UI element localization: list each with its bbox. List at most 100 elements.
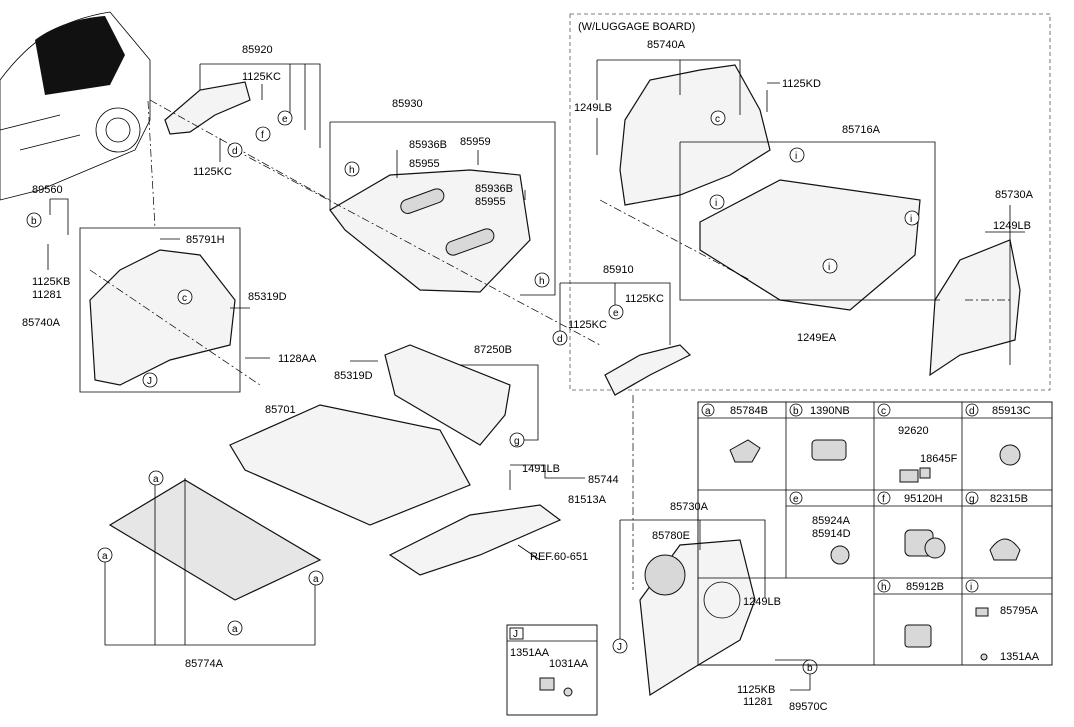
part-labels: 85920 1125KC 1125KC 85930 85936B 85959 8… xyxy=(22,39,1034,713)
label-1125KC-a: 1125KC xyxy=(242,71,281,83)
callouts: e f d h h b c J c i i i i e d g a a a a … xyxy=(26,110,920,675)
label-85955-b: 85955 xyxy=(475,196,506,208)
label-85791H: 85791H xyxy=(186,234,225,246)
screw-1351AA-icon xyxy=(980,653,988,661)
stopper-85912B-icon xyxy=(904,624,932,648)
callout-i-3: i xyxy=(910,214,912,225)
label-85780E: 85780E xyxy=(652,530,690,542)
legend-g-letter: g xyxy=(969,494,975,505)
legend-g-part: 82315B xyxy=(990,493,1028,505)
clip-92620-icon xyxy=(899,469,919,483)
callout-i-1: i xyxy=(795,151,797,162)
trim-85730A-upper-shape xyxy=(929,239,1021,377)
label-1249LB-a: 1249LB xyxy=(574,102,612,114)
package-tray-85930-shape xyxy=(329,169,531,293)
label-85936B-b: 85936B xyxy=(475,183,513,195)
label-1125KB-a: 1125KB xyxy=(32,276,70,288)
label-1125KD: 1125KD xyxy=(782,78,821,90)
label-85920: 85920 xyxy=(242,44,273,56)
callout-c-2: c xyxy=(715,114,720,125)
callout-j-1: J xyxy=(147,376,152,387)
floor-pan-ref-shape xyxy=(388,504,562,576)
callout-d-1: d xyxy=(232,146,238,157)
label-1491LB: 1491LB xyxy=(522,463,560,475)
label-85955-a: 85955 xyxy=(409,158,440,170)
label-85740A-a: 85740A xyxy=(22,317,61,329)
vehicle-illustration xyxy=(0,11,151,201)
label-85730A-b: 85730A xyxy=(670,501,709,513)
legend-b-part: 1390NB xyxy=(810,405,850,417)
legend-c-letter: c xyxy=(881,406,886,417)
cap-85913C-icon xyxy=(999,444,1021,466)
floor-85701-shape xyxy=(229,404,471,526)
legend-h-part: 85912B xyxy=(906,581,944,593)
leader-lines xyxy=(47,59,1025,691)
legend-i-letter: i xyxy=(970,582,972,593)
callout-f-1: f xyxy=(261,130,264,141)
callout-i-2: i xyxy=(715,198,717,209)
legend-b-letter: b xyxy=(793,406,799,417)
label-89570C: 89570C xyxy=(789,701,828,713)
label-1125KC-d: 1125KC xyxy=(568,319,607,331)
label-11281-b: 11281 xyxy=(743,696,773,708)
label-85930: 85930 xyxy=(392,98,423,110)
trim-85740A-luggage-shape xyxy=(619,64,771,206)
callout-h-1: h xyxy=(349,165,355,176)
label-1125KC-b: 1125KC xyxy=(193,166,232,178)
label-1249LB-b: 1249LB xyxy=(993,220,1031,232)
callout-e-2: e xyxy=(613,308,619,319)
label-1128AA: 1128AA xyxy=(278,353,317,365)
label-85716A: 85716A xyxy=(842,124,881,136)
label-85319D-b: 85319D xyxy=(334,370,373,382)
legend-f-letter: f xyxy=(882,494,885,505)
clip-1390NB-icon xyxy=(811,439,847,461)
luggage-net-85774A-shape xyxy=(108,479,322,601)
legend-i-part-b: 1351AA xyxy=(1000,651,1040,663)
label-ref-60-651: REF.60-651 xyxy=(530,551,588,563)
legend-a-letter: a xyxy=(705,406,711,417)
legend-grid: a 85784B b 1390NB c 92620 18645F d 85913… xyxy=(697,401,1053,666)
inset-j: J 1351AA 1031AA xyxy=(506,624,598,716)
label-85959: 85959 xyxy=(460,136,491,148)
legend-e-part-b: 85914D xyxy=(812,528,851,540)
hook-85795A-icon xyxy=(975,607,989,617)
label-85744: 85744 xyxy=(588,474,619,486)
label-85319D-a: 85319D xyxy=(248,291,287,303)
legend-e-part-a: 85924A xyxy=(812,515,851,527)
grommet-82315B-icon xyxy=(989,538,1021,561)
label-89560: 89560 xyxy=(32,184,63,196)
clip-85784B-icon xyxy=(729,439,761,463)
legend-c-part-b: 18645F xyxy=(920,453,958,465)
legend-e-letter: e xyxy=(793,494,799,505)
label-1125KB-b: 1125KB xyxy=(737,684,775,696)
callout-a-4: a xyxy=(232,624,238,635)
callout-j-2: J xyxy=(617,642,622,653)
label-81513A: 81513A xyxy=(568,494,607,506)
inset-j-letter: J xyxy=(513,629,518,640)
callout-i-4: i xyxy=(828,262,830,273)
label-87250B: 87250B xyxy=(474,344,512,356)
hook-85924A-icon xyxy=(830,545,850,565)
sill-87250B-shape xyxy=(384,344,511,446)
callout-d-2: d xyxy=(557,334,563,345)
callout-b-1: b xyxy=(31,216,37,227)
callout-b-2: b xyxy=(807,663,813,674)
legend-i-part-a: 85795A xyxy=(1000,605,1039,617)
label-1351AA-a: 1351AA xyxy=(510,647,550,659)
clip-18645F-icon xyxy=(919,467,931,479)
callout-a-1: a xyxy=(153,474,159,485)
callout-a-2: a xyxy=(102,551,108,562)
label-85740A-b: 85740A xyxy=(647,39,686,51)
callout-c-1: c xyxy=(182,293,187,304)
trim-85740A-left-shape xyxy=(89,249,236,386)
legend-f-part: 95120H xyxy=(904,493,943,505)
luggage-board-note: (W/LUGGAGE BOARD) xyxy=(578,21,695,33)
label-85730A-a: 85730A xyxy=(995,189,1034,201)
label-85910: 85910 xyxy=(603,264,634,276)
legend-d-letter: d xyxy=(969,406,975,417)
cover-85910-shape xyxy=(604,344,692,396)
luggage-board-region xyxy=(569,13,1051,391)
luggage-board-85716A-shape xyxy=(699,179,921,311)
callout-h-2: h xyxy=(539,276,545,287)
